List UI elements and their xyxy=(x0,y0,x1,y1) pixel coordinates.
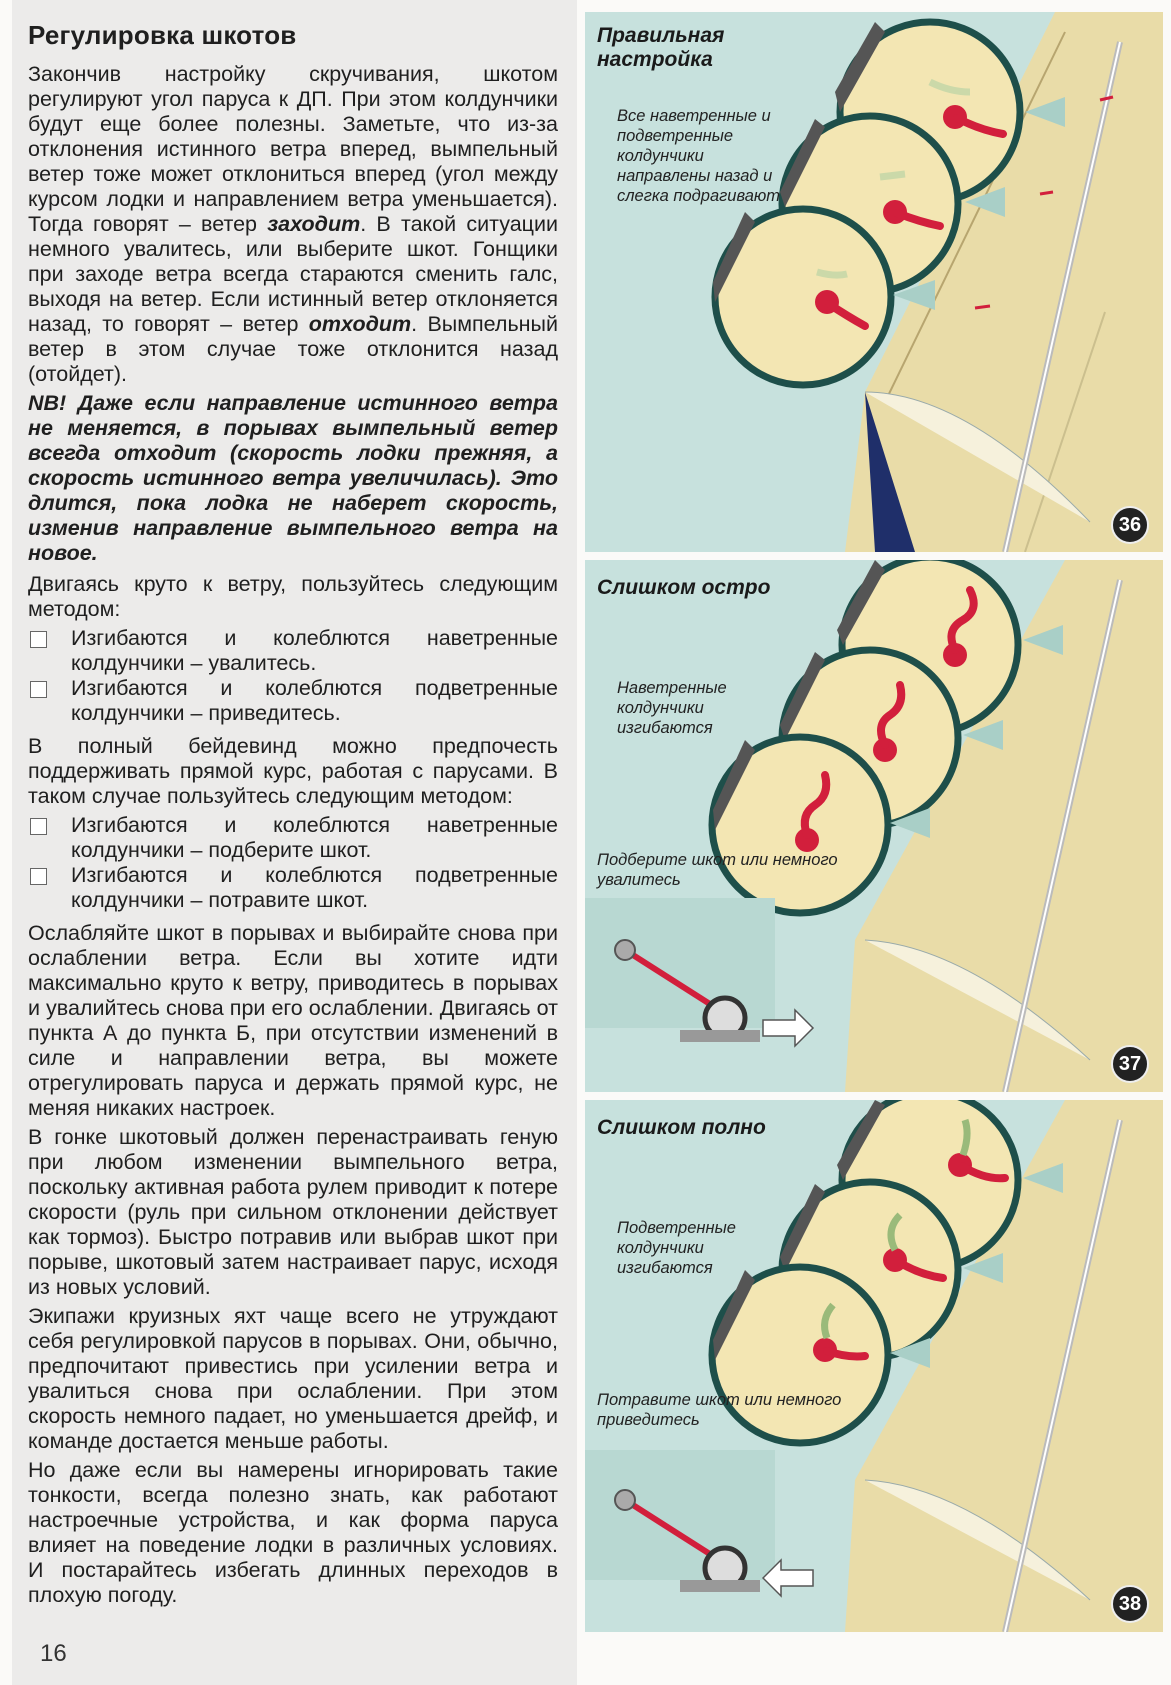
checklist-item-text: Изгибаются и колеблются наветренные колд… xyxy=(71,813,558,862)
sail-illustration xyxy=(585,12,1163,552)
checklist-close-reach: Изгибаются и колеблются наветренные колд… xyxy=(28,813,558,913)
hull-shadow xyxy=(865,392,915,552)
checkbox-icon xyxy=(30,631,47,648)
text-run: . Вымпельный ветер в этом случае тоже от… xyxy=(28,312,558,386)
emphasis: отходит xyxy=(308,312,412,336)
magnifier-bottom xyxy=(708,733,930,917)
figure-caption: Подветренные колдунчики изгибаются xyxy=(617,1219,736,1277)
paragraph: Но даже если вы намерены игнорировать та… xyxy=(28,1458,558,1607)
paragraph: Экипажи круизных яхт чаще всего не утруж… xyxy=(28,1304,558,1453)
sail-illustration xyxy=(585,1100,1163,1632)
arrow-left-icon xyxy=(761,1558,814,1598)
figure-heading: Слишком полно xyxy=(597,1116,766,1139)
text-run: . В такой ситуации немного увалитесь, ил… xyxy=(28,212,558,336)
figure-action: Подберите шкот или немного увалитесь xyxy=(597,851,838,889)
checkbox-icon xyxy=(30,868,47,885)
paragraph: В гонке шкотовый должен перенастраивать … xyxy=(28,1125,558,1299)
figure-number-badge: 36 xyxy=(1111,506,1149,544)
magnifier-bottom xyxy=(708,1263,930,1447)
checklist-item: Изгибаются и колеблются подветренные кол… xyxy=(28,676,558,726)
figure-too-close: Слишком остро Наветренные колдунчики изг… xyxy=(585,560,1163,1092)
checkbox-icon xyxy=(30,818,47,835)
figure-heading: Слишком остро xyxy=(597,576,771,599)
magnifier-bottom xyxy=(711,205,935,389)
figure-too-full: Слишком полно Подветренные колдунчики из… xyxy=(585,1100,1163,1632)
paragraph: Закончив настройку скручивания, шкотом р… xyxy=(28,62,558,387)
checklist-item-text: Изгибаются и колеблются подветренные кол… xyxy=(71,676,558,725)
checklist-item: Изгибаются и колеблются наветренные колд… xyxy=(28,626,558,676)
text-column-background xyxy=(12,0,577,1685)
paragraph: Двигаясь круто к ветру, пользуйтесь след… xyxy=(28,572,558,621)
checklist-item-text: Изгибаются и колеблются наветренные колд… xyxy=(71,626,558,675)
checkbox-icon xyxy=(30,681,47,698)
nb-note: NB! Даже если направление истинного ветр… xyxy=(28,391,558,565)
text-run: Закончив настройку скручивания, шкотом р… xyxy=(28,62,558,236)
page-title: Регулировка шкотов xyxy=(28,20,297,50)
figure-caption: Все наветренные и подветренные колдунчик… xyxy=(617,107,781,205)
paragraph: В полный бейдевинд можно предпочесть под… xyxy=(28,734,558,808)
checklist-item: Изгибаются и колеблются подветренные кол… xyxy=(28,863,558,913)
sheet-car-inset xyxy=(585,1450,814,1598)
article-body: Закончив настройку скручивания, шкотом р… xyxy=(28,62,558,1612)
emphasis: заходит xyxy=(267,212,361,236)
figure-caption: Наветренные колдунчики изгибаются xyxy=(617,679,727,737)
page-number: 16 xyxy=(40,1640,67,1667)
figure-heading: Правильная настройка xyxy=(597,24,725,71)
paragraph: Ослабляйте шкот в порывах и выбирайте сн… xyxy=(28,921,558,1120)
figure-number-badge: 37 xyxy=(1111,1045,1149,1083)
arrow-right-icon xyxy=(762,1008,815,1048)
sheet-car-inset xyxy=(585,898,815,1048)
sail-illustration xyxy=(585,560,1163,1092)
checklist-close-hauled: Изгибаются и колеблются наветренные колд… xyxy=(28,626,558,726)
figure-action: Потравите шкот или немного приведитесь xyxy=(597,1391,842,1429)
checklist-item: Изгибаются и колеблются наветренные колд… xyxy=(28,813,558,863)
checklist-item-text: Изгибаются и колеблются подветренные кол… xyxy=(71,863,558,912)
figure-number-badge: 38 xyxy=(1111,1585,1149,1623)
figure-correct-trim: Правильная настройка Все наветренные и п… xyxy=(585,12,1163,552)
